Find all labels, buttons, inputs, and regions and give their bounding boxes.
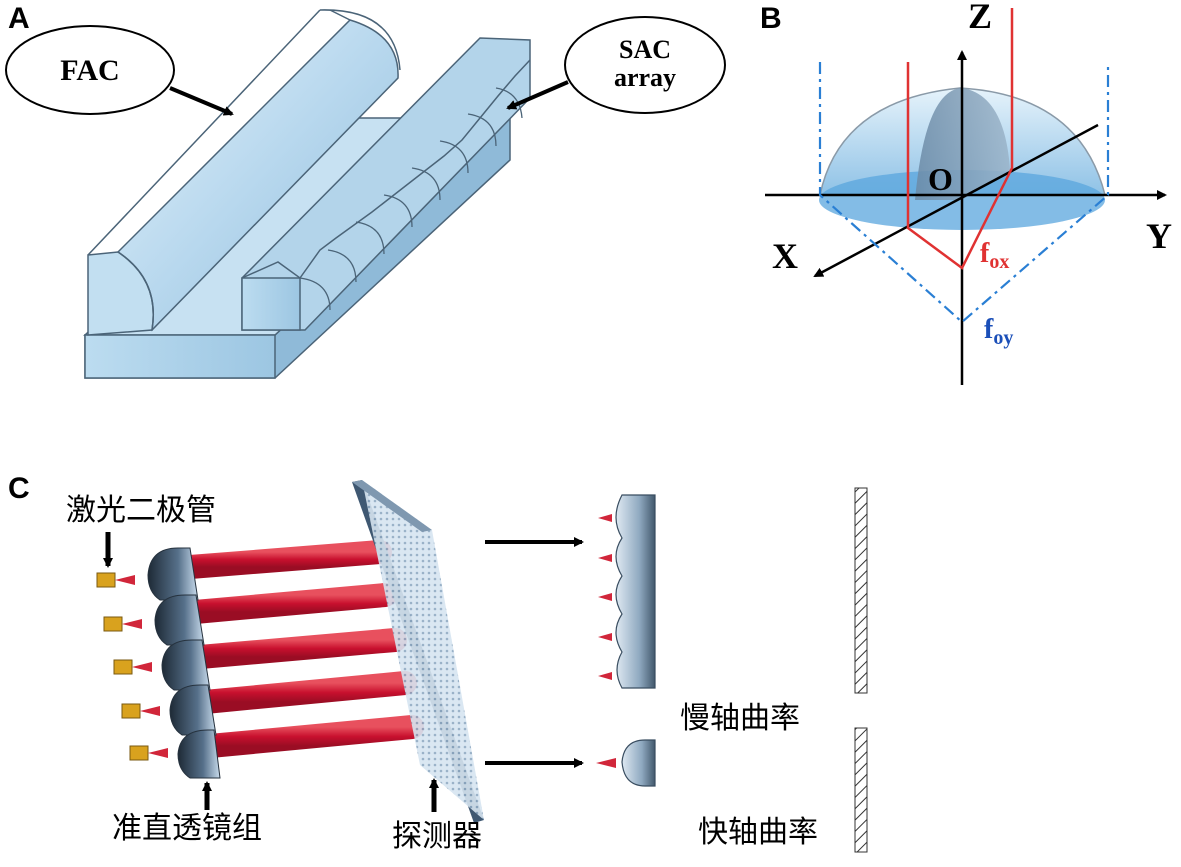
beam-1 (178, 540, 392, 579)
laser-diode-label: 激光二极管 (66, 493, 216, 528)
slow-axis-screen (854, 487, 868, 694)
detector-plate (352, 480, 484, 823)
beam-group-left (178, 540, 424, 758)
axis-x-line (813, 123, 1099, 278)
axis-x-label: X (772, 236, 798, 276)
fac-cylinder (87, 9, 401, 336)
fast-axis-lens (621, 739, 656, 787)
diode-3 (113, 659, 133, 675)
sac-label-line2: array (614, 63, 676, 92)
foy-label: foy (984, 314, 1013, 349)
diode-2 (103, 616, 123, 632)
axis-y-label: Y (1146, 216, 1172, 256)
beam-2 (183, 583, 397, 624)
diode-5 (129, 745, 149, 761)
sac-label-ellipse (564, 16, 726, 114)
fac-pointer-arrow (169, 86, 234, 116)
beam-4 (193, 671, 417, 714)
slow-axis-label: 慢轴曲率 (680, 701, 800, 736)
detector-label: 探测器 (392, 819, 482, 854)
axis-z-label: Z (968, 0, 992, 36)
origin-label: O (928, 161, 953, 197)
sac-pointer-arrow (506, 80, 569, 110)
panel-b-letter: B (760, 2, 782, 35)
panel-a: A (5, 2, 726, 379)
diode-4 (121, 703, 141, 719)
fox-ray (906, 8, 1014, 270)
fast-axis-diagram (596, 727, 868, 853)
slow-axis-diagram (598, 487, 868, 694)
collimator-lenses (147, 547, 221, 779)
panel-c: C 激光二极管 (8, 472, 868, 854)
fac-label-ellipse (5, 25, 175, 115)
fast-axis-label: 快轴曲率 (698, 815, 818, 850)
foy-ray (818, 62, 1110, 324)
fox-label: fox (980, 238, 1009, 273)
sac-label-line1: SAC (619, 35, 671, 64)
diode-1 (96, 572, 116, 588)
fast-axis-screen (854, 727, 868, 853)
beam-3 (188, 628, 407, 669)
collimator-group-label: 准直透镜组 (112, 811, 262, 846)
panel-c-letter: C (8, 472, 30, 505)
beam-5 (198, 715, 424, 758)
panel-b: B Z Y X O fox foy (760, 0, 1172, 385)
panel-a-letter: A (8, 2, 30, 35)
slow-axis-lens (615, 494, 656, 689)
fac-label: FAC (60, 54, 119, 87)
laser-diodes (96, 572, 168, 761)
